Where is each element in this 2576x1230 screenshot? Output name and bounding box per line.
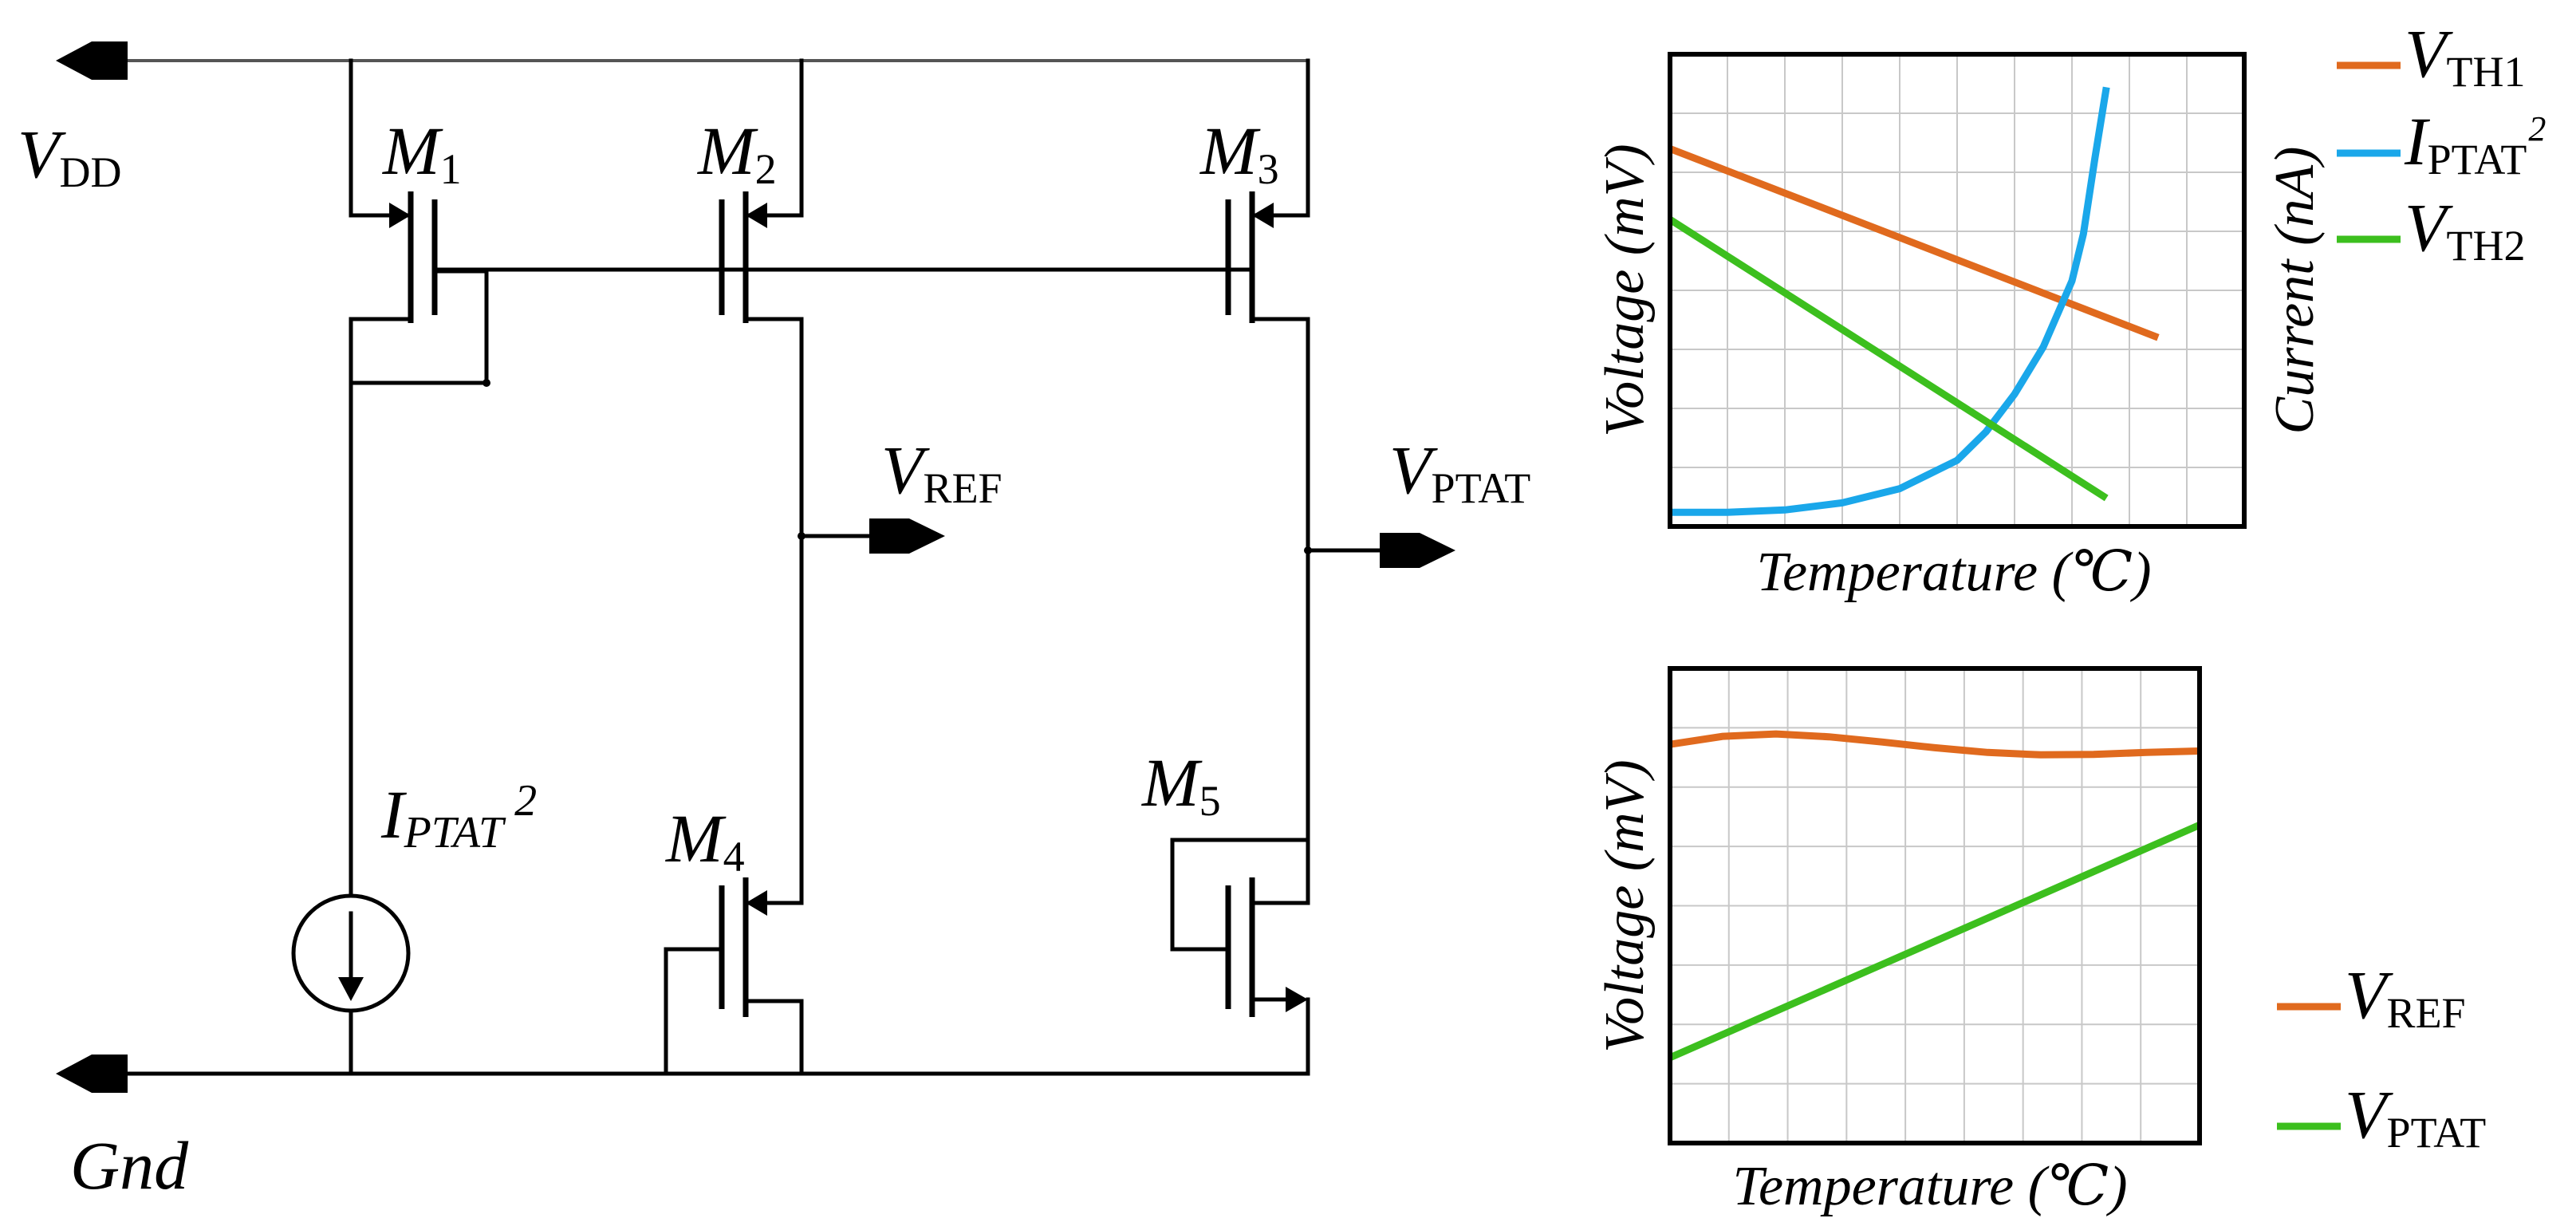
chart-top-plot <box>1668 86 2160 516</box>
m3-label: M3 <box>1199 112 1279 193</box>
legend-item-vref: VREF <box>2277 956 2466 1037</box>
svg-text:VPTAT: VPTAT <box>2345 1076 2486 1157</box>
legend-item-iptat2: IPTAT2 <box>2337 103 2546 183</box>
legend-item-vptat: VPTAT <box>2277 1076 2486 1157</box>
transistor-m3 <box>1225 58 1310 842</box>
legend-item-vth1: VTH1 <box>2337 15 2526 96</box>
chart-top-ylabel: Voltage (mV) <box>1594 144 1656 436</box>
chart-top-ylabel-right: Current (nA) <box>2264 147 2326 435</box>
svg-text:IPTAT2: IPTAT2 <box>2404 103 2546 183</box>
chart-top-grid <box>1670 54 2244 526</box>
vdd-label: VDD <box>18 116 122 196</box>
svg-text:VTH1: VTH1 <box>2405 15 2526 96</box>
legend-item-vth2: VTH2 <box>2337 189 2526 270</box>
svg-text:VREF: VREF <box>2345 956 2466 1037</box>
gnd-port-arrow <box>56 1055 128 1093</box>
vdd-port-arrow <box>56 41 128 80</box>
m1-label: M1 <box>381 112 462 193</box>
chart-top-xlabel: Temperature (℃) <box>1756 542 2151 603</box>
chart-top: Temperature (℃) Voltage (mV) Current (nA… <box>1594 15 2546 603</box>
chart-bottom-grid <box>1670 668 2200 1143</box>
transistor-m2 <box>719 58 804 905</box>
svg-text:VTH2: VTH2 <box>2405 189 2526 270</box>
vptat-port-arrow <box>1380 533 1455 568</box>
chart-bottom-ylabel: Voltage (mV) <box>1594 759 1656 1052</box>
current-source-label: IPTAT2 <box>380 776 537 857</box>
transistor-m5 <box>1170 838 1310 1076</box>
m4-label: M4 <box>664 800 745 881</box>
series-line-vth1 <box>1668 145 2160 341</box>
m2-label: M2 <box>696 112 777 193</box>
circuit-schematic: VDD Gnd M1 M2 M3 M4 M5 IPTAT2 VREF VPTAT <box>18 41 1530 1204</box>
chart-bottom: Temperature (℃) Voltage (mV) VREF VPTAT <box>1594 666 2486 1217</box>
series-line-vth2 <box>1668 216 2109 502</box>
current-source <box>291 893 411 1013</box>
m5-label: M5 <box>1140 744 1221 825</box>
series-line-vptat <box>1668 822 2201 1062</box>
chart-top-legend: VTH1 IPTAT2 VTH2 <box>2337 15 2546 270</box>
vref-label: VREF <box>881 432 1002 512</box>
transistor-m1 <box>349 58 490 387</box>
transistor-m4 <box>664 877 804 1076</box>
chart-bottom-plot <box>1668 730 2201 1062</box>
series-line-vref <box>1669 730 2200 759</box>
chart-bottom-legend: VREF VPTAT <box>2277 956 2486 1157</box>
vptat-label: VPTAT <box>1389 432 1530 512</box>
series-line-iptat <box>1670 86 2110 516</box>
vref-port-arrow <box>869 518 945 554</box>
chart-bottom-xlabel: Temperature (℃) <box>1732 1156 2127 1217</box>
gnd-label: Gnd <box>70 1127 189 1204</box>
